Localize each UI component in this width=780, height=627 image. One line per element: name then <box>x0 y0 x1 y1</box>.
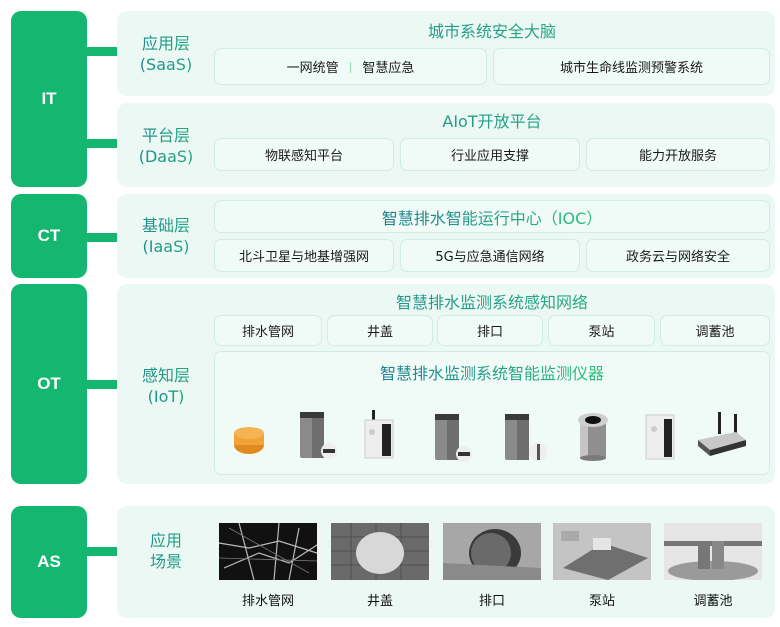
storage-tank-image <box>664 523 762 580</box>
network-item: 井盖 <box>327 315 433 346</box>
connector <box>86 380 118 389</box>
layer-code: (DaaS) <box>138 147 194 166</box>
instrument-title: 智慧排水监测系统智能监测仪器 <box>380 360 604 384</box>
unified-management-text: 一网统管 <box>286 61 339 76</box>
scene-label: 泵站 <box>588 594 615 609</box>
white-box-sensor-icon <box>645 414 675 460</box>
network-item: 泵站 <box>548 315 655 346</box>
separator: | <box>348 60 353 73</box>
smart-emergency-text: 智慧应急 <box>362 61 415 76</box>
scenes-layer-label: 应用 场景 <box>117 530 215 572</box>
outfall-image <box>443 523 541 580</box>
iaas-box: 5G与应急通信网络 <box>400 239 580 272</box>
tier-code: OT <box>37 374 61 393</box>
iaas-title: 智慧排水智能运行中心（IOC） <box>382 205 603 229</box>
tier-code: CT <box>37 226 61 245</box>
pump-station-image <box>553 523 651 580</box>
scene-label: 排水管网 <box>241 594 294 609</box>
scene-label: 井盖 <box>366 594 393 609</box>
gray-box-sensor-with-probe-icon <box>435 414 472 462</box>
gray-box-sensor-with-probe-icon <box>300 412 337 459</box>
connector <box>86 139 118 148</box>
iaas-box: 北斗卫星与地基增强网 <box>214 239 394 272</box>
tier-code: IT <box>41 89 57 108</box>
gray-box-sensor-with-cable-icon <box>505 414 547 461</box>
cylindrical-level-gauge-icon <box>578 413 608 461</box>
layer-name: 应用 <box>149 531 182 550</box>
manhole-cover-image <box>331 523 429 580</box>
layer-name: 感知层 <box>141 366 190 385</box>
iaas-box: 政务云与网络安全 <box>586 239 770 272</box>
layer-code: (IaaS) <box>142 237 190 256</box>
daas-layer-label: 平台层 (DaaS) <box>117 125 215 167</box>
layer-code: (SaaS) <box>139 55 193 74</box>
pipe-network-map-image <box>219 523 317 580</box>
daas-box: 行业应用支撑 <box>400 138 580 171</box>
orange-round-sensor-icon <box>234 427 264 454</box>
layer-code: 场景 <box>149 552 182 571</box>
network-item: 排水管网 <box>214 315 322 346</box>
daas-box: 能力开放服务 <box>586 138 770 171</box>
network-item: 调蓄池 <box>660 315 770 346</box>
connector <box>86 47 118 56</box>
layer-name: 应用层 <box>141 34 190 53</box>
tier-tag-as: AS <box>11 506 87 618</box>
tier-tag-ct: CT <box>11 194 87 278</box>
saas-box-lifeline: 城市生命线监测预警系统 <box>493 48 770 85</box>
layer-code: (IoT) <box>147 387 185 406</box>
tier-code: AS <box>37 552 61 571</box>
iaas-title-box: 智慧排水智能运行中心（IOC） <box>214 200 770 233</box>
scene-label: 排口 <box>478 594 505 609</box>
daas-box: 物联感知平台 <box>214 138 394 171</box>
tier-tag-it: IT <box>11 11 87 187</box>
layer-name: 基础层 <box>141 216 190 235</box>
saas-layer-label: 应用层 (SaaS) <box>117 33 215 75</box>
daas-title: AIoT开放平台 <box>214 108 770 132</box>
gateway-router-icon <box>698 412 746 456</box>
iot-layer-label: 感知层 (IoT) <box>117 365 215 407</box>
scene-label: 调蓄池 <box>693 594 733 609</box>
iaas-layer-label: 基础层 (IaaS) <box>117 215 215 257</box>
tier-tag-ot: OT <box>11 284 87 484</box>
connector <box>86 233 118 242</box>
white-box-sensor-with-antenna-icon <box>364 410 394 459</box>
network-item: 排口 <box>437 315 543 346</box>
connector <box>86 547 118 556</box>
saas-title: 城市系统安全大脑 <box>214 18 770 42</box>
layer-name: 平台层 <box>141 126 190 145</box>
iot-network-title: 智慧排水监测系统感知网络 <box>214 289 770 313</box>
saas-box-unified-emergency: 一网统管 | 智慧应急 <box>214 48 487 85</box>
